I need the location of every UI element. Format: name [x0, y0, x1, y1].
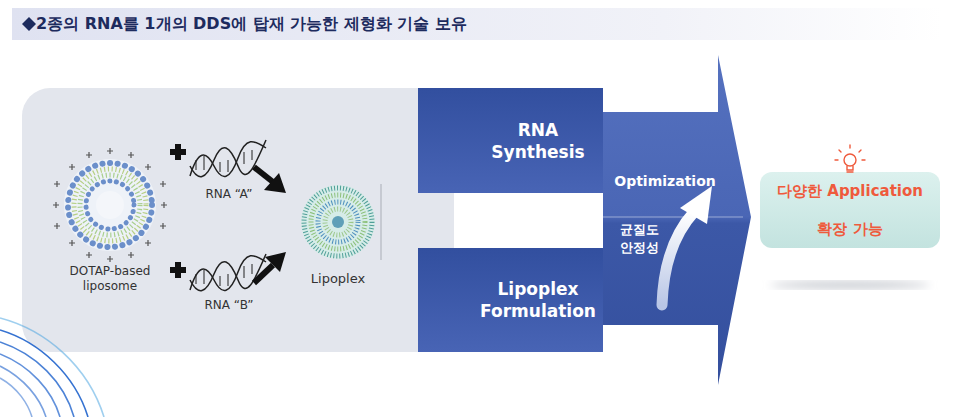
divider-line [381, 184, 382, 260]
lipoplex-illustration [301, 185, 375, 259]
liposome-illustration [53, 148, 167, 262]
part-label: DOTAP-based liposome [52, 262, 168, 296]
part-label: RNA “B” [193, 297, 265, 313]
application-box: 다양한 Application 확장 가능 [760, 172, 940, 248]
arrow-fill [603, 55, 751, 385]
band-label: Lipoplex Formulation [473, 248, 603, 352]
title-bullet [22, 17, 36, 31]
box-shadow [770, 281, 930, 289]
process-band: RNA Synthesis [418, 88, 603, 193]
optimization-arrow-shape [603, 55, 753, 385]
process-arrow [254, 167, 286, 283]
band-label: RNA Synthesis [488, 88, 588, 193]
process-band-shape [418, 88, 603, 193]
arrow-heading: Optimization [609, 166, 721, 196]
illustration-panel [22, 88, 454, 352]
box-fill [760, 172, 940, 248]
rna-helix [190, 140, 266, 291]
process-band: Lipoplex Formulation [418, 248, 603, 352]
decorative-swirl [0, 318, 104, 417]
process-band-shape [418, 248, 603, 352]
title-bar [12, 8, 942, 40]
part-label: RNA “A” [193, 186, 265, 202]
arrow-note: 균질도 안정성 [615, 218, 663, 260]
box-label: 다양한 Application 확장 가능 [772, 172, 928, 248]
lightbulb-icon [835, 145, 865, 172]
plus-symbol [170, 144, 186, 278]
band-fill [418, 88, 603, 193]
diagram-title: 2종의 RNA를 1개의 DDS에 탑재 가능한 제형화 기술 보유 [36, 10, 467, 38]
part-label: Lipoplex [298, 269, 378, 287]
band-fill [418, 248, 603, 352]
divider-line [603, 217, 743, 218]
optimization-arrow: Optimization 균질도 안정성 [603, 55, 753, 385]
